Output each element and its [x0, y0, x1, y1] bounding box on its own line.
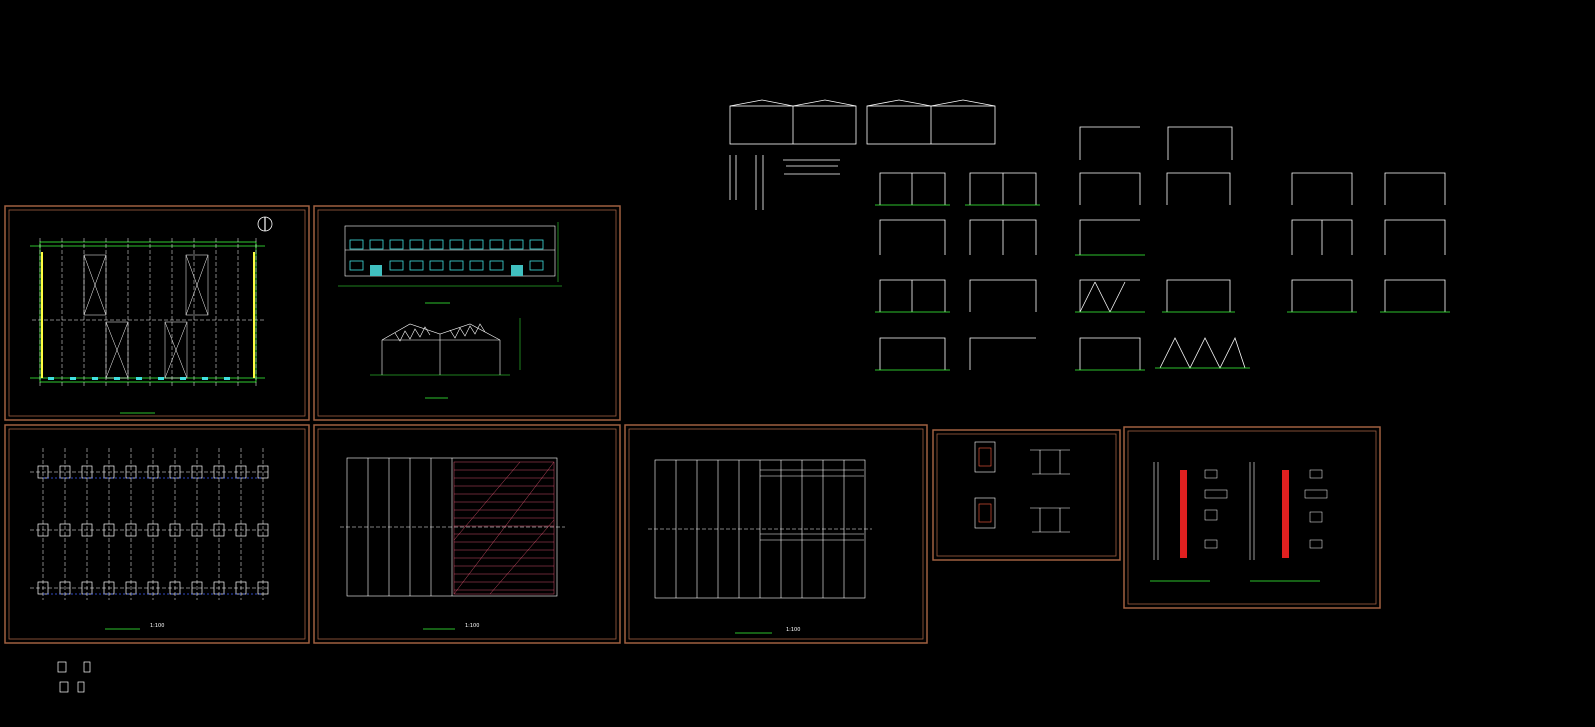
- elevation-facade: [338, 225, 562, 287]
- dimension-marks: [519, 222, 559, 370]
- portal-frame-elevations: [729, 99, 996, 145]
- sheet-purlin-plan[interactable]: 1:100: [624, 424, 928, 644]
- plan-axis-lines: [32, 238, 264, 388]
- sheet-border: [313, 424, 621, 644]
- elevation-doors: [370, 265, 523, 276]
- frame-sketches[interactable]: [729, 99, 1450, 371]
- sheet-border: [4, 424, 310, 644]
- sheet-small-details[interactable]: [932, 429, 1121, 561]
- sheet-border: [1123, 426, 1381, 609]
- sheet-border: [313, 205, 621, 421]
- purlin-bracing: [760, 469, 864, 541]
- elevation-windows: [349, 239, 544, 271]
- sheet-border: [4, 205, 310, 421]
- sheet-roof-plan[interactable]: 1:100: [313, 424, 621, 644]
- sheet-border: [624, 424, 928, 644]
- loose-detail-symbols: [57, 661, 91, 693]
- roof-grid: [340, 457, 565, 597]
- sheet-inner-border: [628, 428, 924, 640]
- sheet-inner-border: [8, 209, 306, 417]
- plan-grid: [30, 241, 265, 383]
- sheet-column-details[interactable]: [1123, 426, 1381, 609]
- frame-supports: [875, 204, 1450, 371]
- frame-diagrams: [879, 126, 1446, 370]
- plan-edge-walls: [41, 252, 255, 378]
- bracing-x: [83, 254, 209, 379]
- foundation-beams: [43, 477, 263, 595]
- sheet-inner-border: [936, 433, 1117, 557]
- column-elevations: [1153, 462, 1255, 560]
- sheet-inner-border: [317, 428, 617, 640]
- sheet-inner-border: [317, 209, 617, 417]
- sheet-scale: 1:100: [150, 623, 164, 629]
- sheet-inner-border: [1127, 430, 1377, 605]
- column-connection-details: [1204, 469, 1328, 549]
- column-red-members: [1180, 470, 1289, 558]
- plan-columns: [48, 377, 230, 380]
- detail-footings: [974, 441, 1070, 533]
- sheet-inner-border: [8, 428, 306, 640]
- sheet-scale: 1:100: [786, 627, 800, 633]
- purlin-grid: [648, 459, 872, 599]
- sheet-border: [932, 429, 1121, 561]
- sheet-foundation-plan[interactable]: 1:100: [4, 424, 310, 644]
- section-truss: [370, 323, 510, 376]
- sheet-floor-plan[interactable]: [4, 205, 310, 421]
- roof-sheeting-hatch: [453, 461, 555, 595]
- truss-detail: [729, 155, 840, 210]
- sheet-elevation-section[interactable]: [313, 205, 621, 421]
- sheet-scale: 1:100: [465, 623, 479, 629]
